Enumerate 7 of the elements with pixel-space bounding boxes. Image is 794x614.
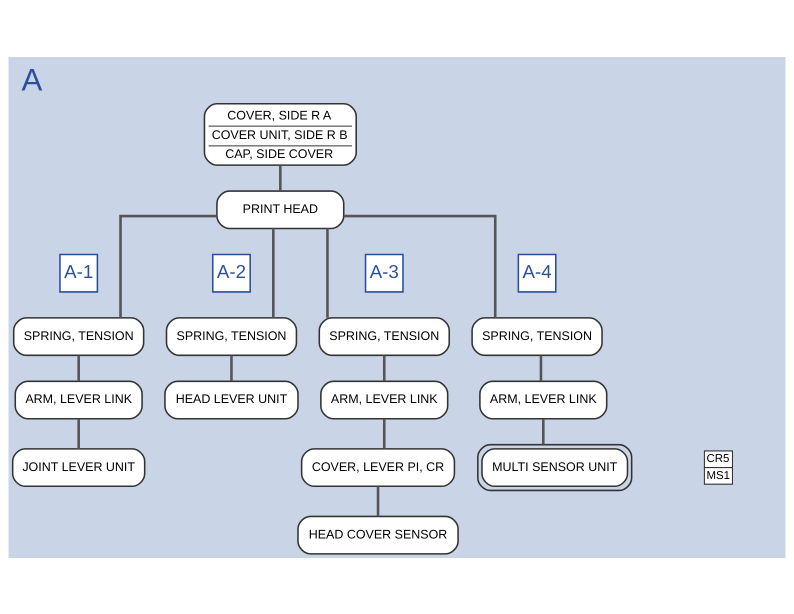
label: A-4 <box>522 260 552 282</box>
label: A-1 <box>64 260 94 282</box>
node-label: CR5 <box>706 452 730 465</box>
label: A-2 <box>216 260 246 282</box>
node-label: MS1 <box>706 469 730 482</box>
diagram-title: A <box>22 62 42 97</box>
label: A-3 <box>370 260 399 282</box>
